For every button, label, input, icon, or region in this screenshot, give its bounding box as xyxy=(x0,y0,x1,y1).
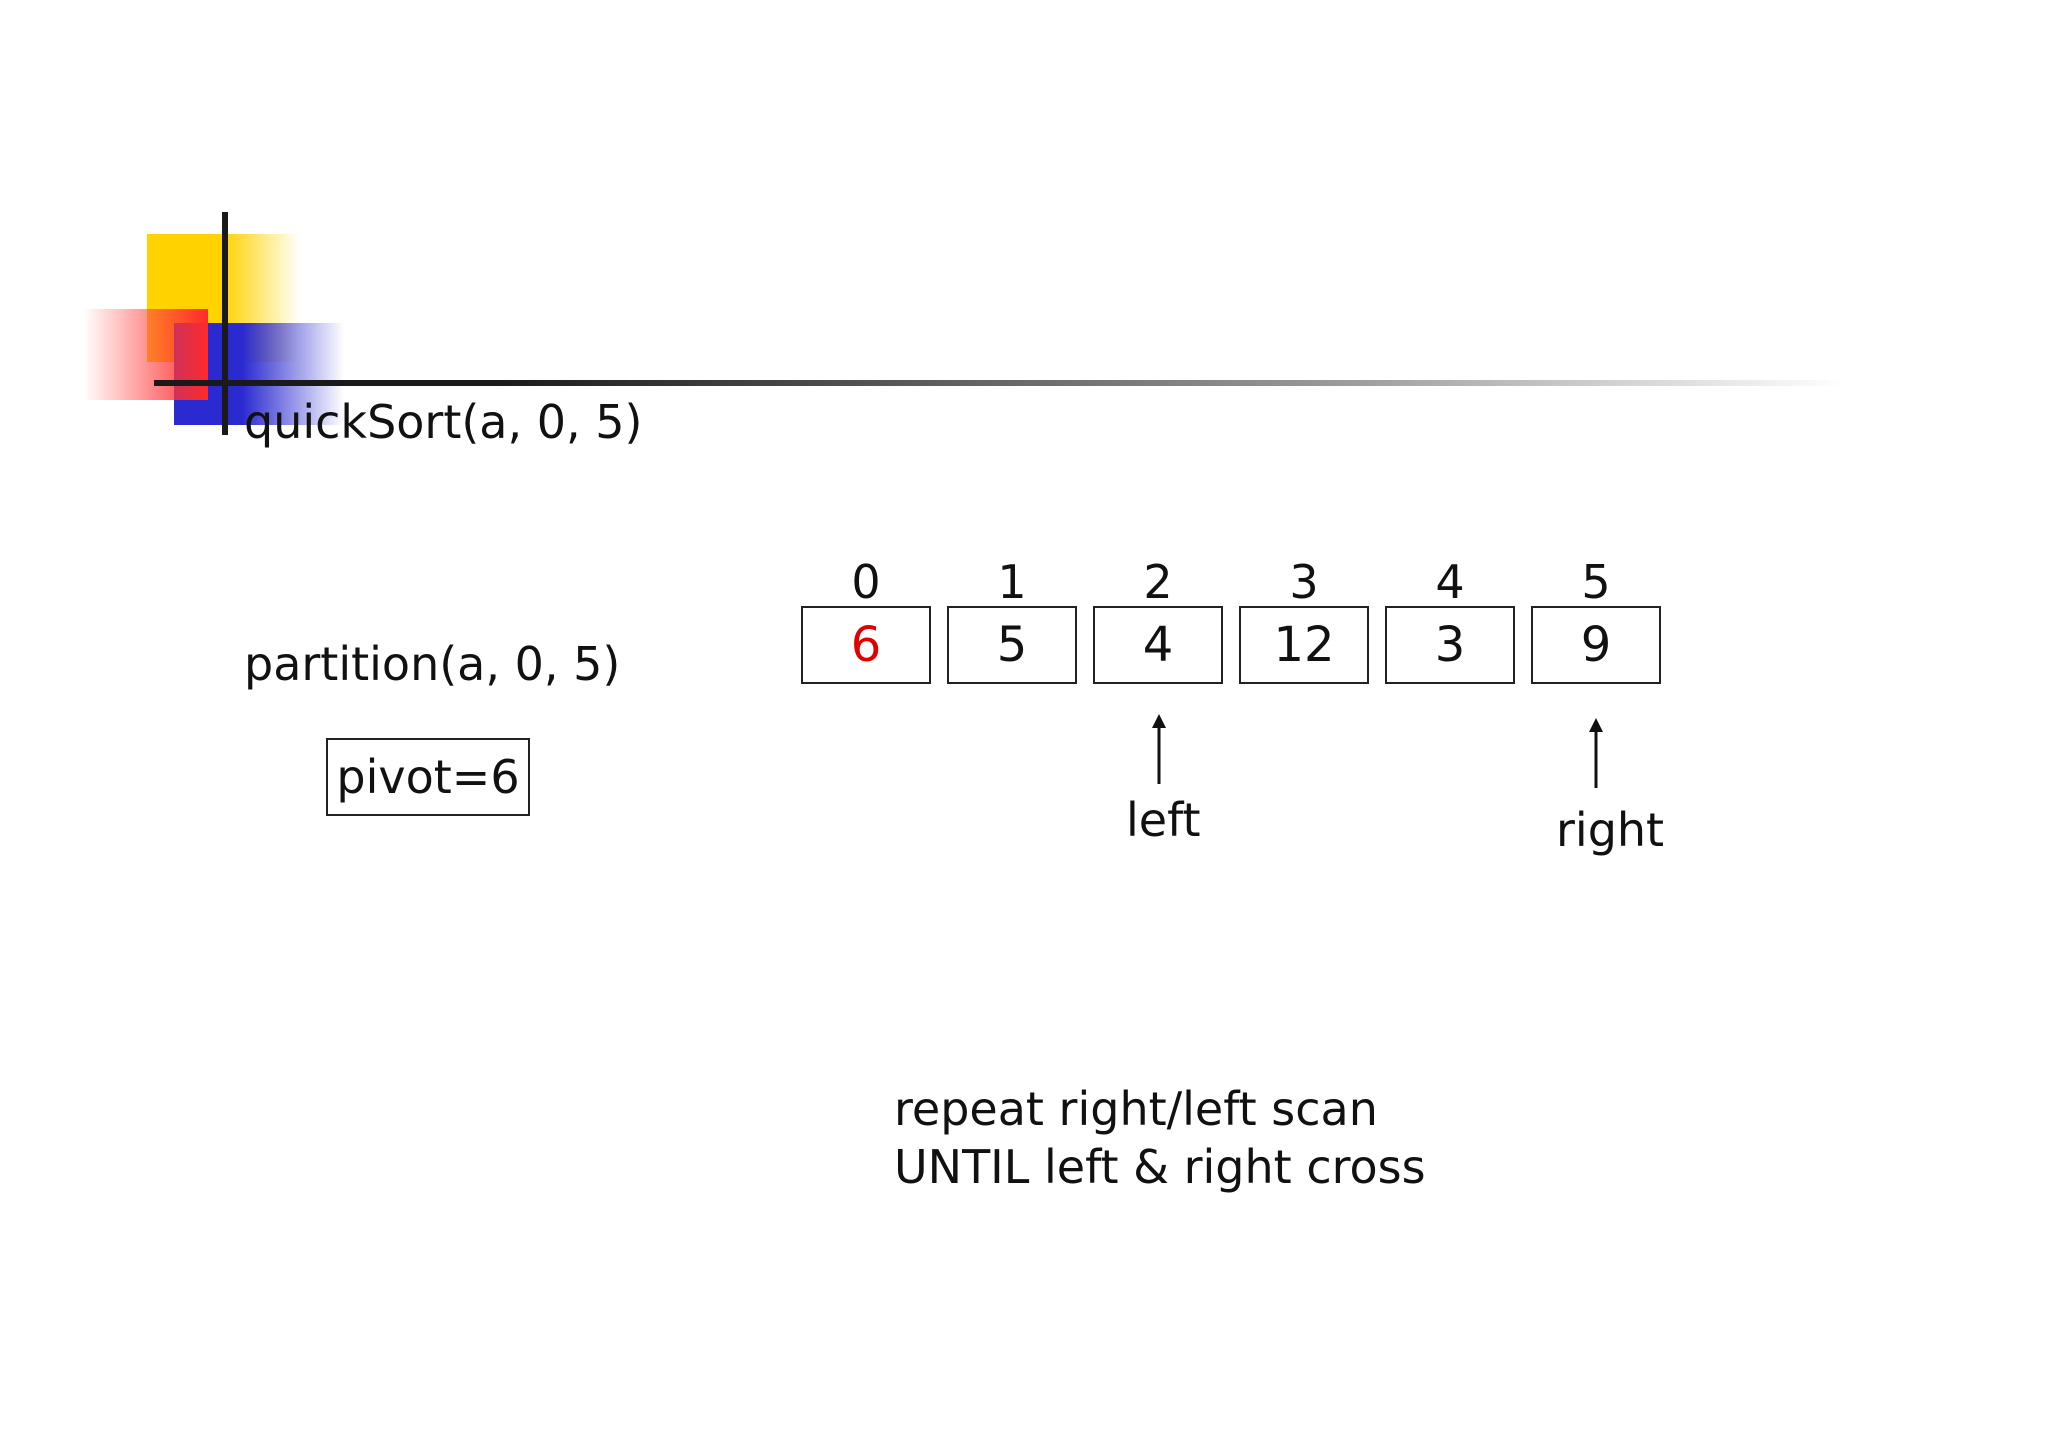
array-cell: 6 xyxy=(801,606,931,684)
array-index-label: 1 xyxy=(997,555,1027,609)
array-index-label: 5 xyxy=(1581,555,1611,609)
array-index-label: 3 xyxy=(1289,555,1319,609)
array-index-label: 0 xyxy=(851,555,881,609)
pivot-box: pivot=6 xyxy=(326,738,530,816)
left-pointer-label: left xyxy=(1126,793,1201,847)
array-cell: 5 xyxy=(947,606,1077,684)
partition-call-label: partition(a, 0, 5) xyxy=(244,637,621,691)
array-index-label: 2 xyxy=(1143,555,1173,609)
right-pointer-arrow-icon xyxy=(1589,718,1603,788)
horizontal-rule xyxy=(154,380,1844,386)
left-pointer-arrow-icon xyxy=(1152,714,1166,784)
instruction-line: UNTIL left & right cross xyxy=(894,1140,1426,1194)
array-cell: 12 xyxy=(1239,606,1369,684)
red-square-decoration xyxy=(84,309,208,400)
vertical-rule xyxy=(222,212,228,435)
array-cell: 9 xyxy=(1531,606,1661,684)
array-cell: 3 xyxy=(1385,606,1515,684)
instruction-note: repeat right/left scan UNTIL left & righ… xyxy=(894,1080,1426,1196)
slide-ornament xyxy=(0,0,2048,450)
array-cell: 4 xyxy=(1093,606,1223,684)
array-index-label: 4 xyxy=(1435,555,1465,609)
right-pointer-label: right xyxy=(1556,803,1665,857)
slide-title: quickSort(a, 0, 5) xyxy=(244,395,643,449)
instruction-line: repeat right/left scan xyxy=(894,1082,1378,1136)
